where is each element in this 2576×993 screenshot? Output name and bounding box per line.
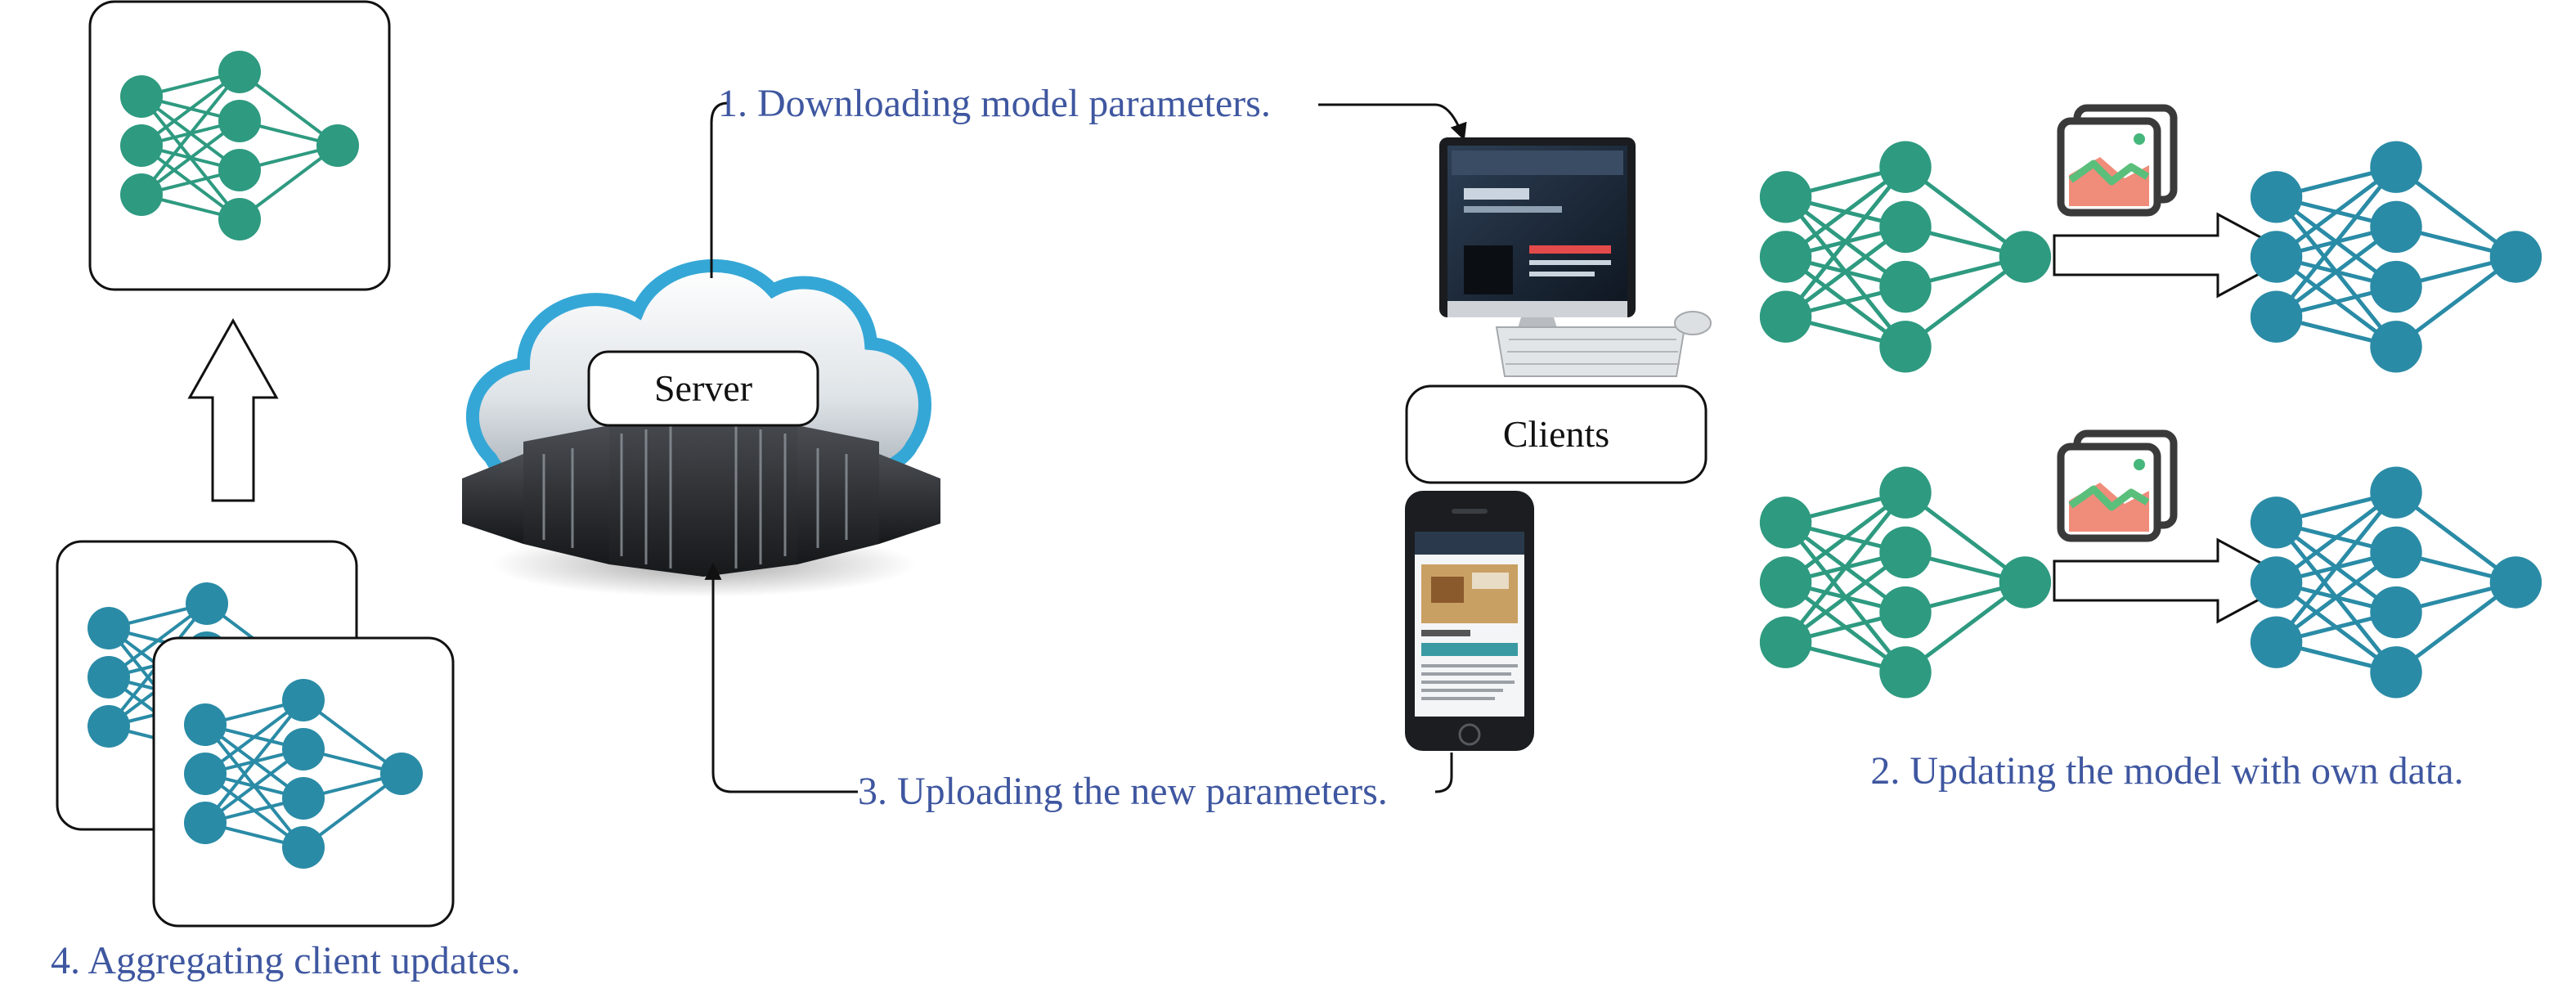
neural-network-icon [2250, 141, 2542, 373]
network-node [1999, 231, 2052, 283]
step2-label: 2. Updating the model with own data. [1870, 749, 2463, 793]
network-node [184, 753, 227, 795]
step3-label: 3. Uploading the new parameters. [858, 770, 1388, 813]
network-node [1759, 616, 1812, 668]
network-node [1879, 586, 1932, 639]
network-node [186, 582, 228, 625]
network-node [1759, 171, 1812, 223]
network-node [88, 607, 130, 649]
image-icon [2057, 104, 2178, 217]
network-node [2250, 616, 2303, 668]
network-node [120, 124, 163, 167]
network-node [316, 124, 359, 167]
network-node [1879, 321, 1932, 373]
network-node [2370, 321, 2422, 373]
network-node [218, 198, 261, 240]
network-node [88, 656, 130, 699]
network-node [1999, 556, 2052, 609]
network-node [380, 753, 423, 795]
network-node [1879, 646, 1932, 699]
network-node [2250, 290, 2303, 343]
local-update-row-2 [1759, 429, 2542, 699]
image-icon [2057, 429, 2178, 542]
network-node [2370, 586, 2422, 639]
network-node [2370, 466, 2422, 519]
network-node [2250, 556, 2303, 609]
network-node [1759, 496, 1812, 549]
network-node [2489, 231, 2542, 283]
network-node [2370, 141, 2422, 193]
smartphone-icon [1405, 491, 1534, 751]
network-node [2250, 171, 2303, 223]
network-node [1759, 290, 1812, 343]
network-node [218, 51, 261, 93]
download-connector [710, 101, 729, 278]
upload-connector [1434, 753, 1453, 793]
network-node [120, 75, 163, 118]
server-racks [462, 409, 940, 577]
network-node [1879, 200, 1932, 254]
neural-network-icon [120, 51, 359, 240]
client-model-stack [56, 540, 455, 928]
neural-network-icon [1759, 141, 2052, 373]
network-node [88, 705, 130, 748]
local-update-row-1 [1759, 104, 2542, 373]
network-node [1759, 231, 1812, 283]
network-node [2370, 526, 2422, 579]
network-node [184, 703, 227, 746]
network-node [282, 728, 325, 771]
network-node [184, 802, 227, 844]
aggregated-model-box [88, 0, 391, 291]
network-node [218, 100, 261, 142]
server-label-box [587, 350, 819, 427]
network-node [2250, 231, 2303, 283]
network-node [1879, 260, 1932, 313]
step1-label: 1. Downloading model parameters. [718, 82, 1271, 125]
server-label: Server [654, 367, 752, 409]
network-node [2370, 260, 2422, 313]
network-node [1879, 526, 1932, 579]
neural-network-icon [2250, 466, 2542, 699]
network-node [1879, 466, 1932, 519]
neural-network-icon [1759, 466, 2052, 699]
network-node [1879, 141, 1932, 193]
download-arrow [1318, 103, 1467, 141]
network-node [2250, 496, 2303, 549]
arrow-right-icon [2053, 212, 2297, 299]
network-node [120, 173, 163, 216]
upload-arrow [704, 562, 858, 793]
network-node [282, 777, 325, 820]
network-node [2370, 200, 2422, 254]
network-node [218, 149, 261, 191]
step4-label: 4. Aggregating client updates. [51, 939, 521, 982]
network-node [282, 826, 325, 869]
network-node [2489, 556, 2542, 609]
clients-label-box: Clients [1405, 384, 1708, 484]
arrow-right-icon [2053, 537, 2297, 624]
desktop-computer-icon [1439, 137, 1712, 377]
arrow-up-icon [187, 317, 279, 502]
cloud-server-icon: Server [462, 259, 940, 597]
network-node [1759, 556, 1812, 609]
clients-label: Clients [1503, 413, 1609, 455]
network-node [2370, 646, 2422, 699]
network-node [282, 679, 325, 721]
neural-network-icon [184, 679, 423, 869]
